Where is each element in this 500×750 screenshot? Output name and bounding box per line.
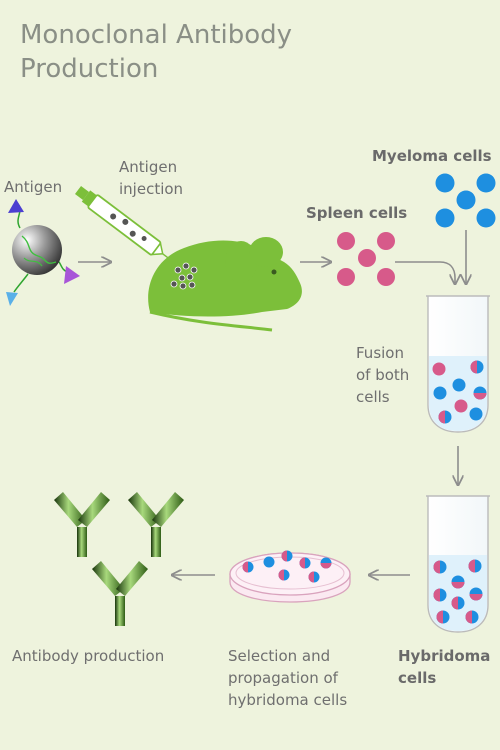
fusion-line-1: Fusion xyxy=(356,344,404,362)
hybridoma-line-1: Hybridoma xyxy=(398,647,491,665)
spleen-cells xyxy=(337,232,395,286)
fusion-cells xyxy=(432,360,487,424)
dish-cells xyxy=(242,550,332,583)
petri-dish-icon xyxy=(229,550,351,603)
selection-line-1: Selection and xyxy=(228,647,331,665)
antigen-particle xyxy=(6,199,80,306)
antibody-icon-3 xyxy=(92,561,148,626)
antigen-injection-line-2: injection xyxy=(119,180,184,198)
antigen-injection-label: Antigen injection xyxy=(119,156,183,200)
hybridoma-test-tube xyxy=(426,495,490,633)
selection-label: Selection and propagation of hybridoma c… xyxy=(228,645,347,711)
myeloma-cells-label: Myeloma cells xyxy=(372,147,492,165)
page-title: Monoclonal Antibody Production xyxy=(20,18,292,86)
myeloma-cells xyxy=(435,173,496,228)
antigen-epitope-purple-icon xyxy=(64,266,80,284)
mouse-icon xyxy=(148,237,302,332)
antigen-epitope-blue-icon xyxy=(8,199,24,213)
fusion-label: Fusion of both cells xyxy=(356,342,409,408)
hybridoma-cells xyxy=(433,559,483,624)
hybridoma-cells-label: Hybridoma cells xyxy=(398,645,490,689)
hybridoma-line-2: cells xyxy=(398,669,437,687)
arrow-spleen-to-fusion xyxy=(395,261,455,283)
injected-cells-icon xyxy=(170,262,198,290)
fusion-line-2: of both xyxy=(356,366,410,384)
selection-line-2: propagation of xyxy=(228,669,338,687)
antigen-label: Antigen xyxy=(4,178,63,196)
antigen-epitope-lightblue-icon xyxy=(6,292,18,306)
selection-line-3: hybridoma cells xyxy=(228,691,348,709)
antibody-icon-2 xyxy=(128,492,184,557)
fusion-test-tube xyxy=(426,295,490,433)
title-line-2: Production xyxy=(20,54,159,84)
title-line-1: Monoclonal Antibody xyxy=(20,20,293,50)
fusion-line-3: cells xyxy=(356,388,390,406)
antibody-production-label: Antibody production xyxy=(12,647,165,665)
spleen-cells-label: Spleen cells xyxy=(306,204,408,222)
antigen-injection-line-1: Antigen xyxy=(119,158,178,176)
antibody-icon-1 xyxy=(54,492,110,557)
